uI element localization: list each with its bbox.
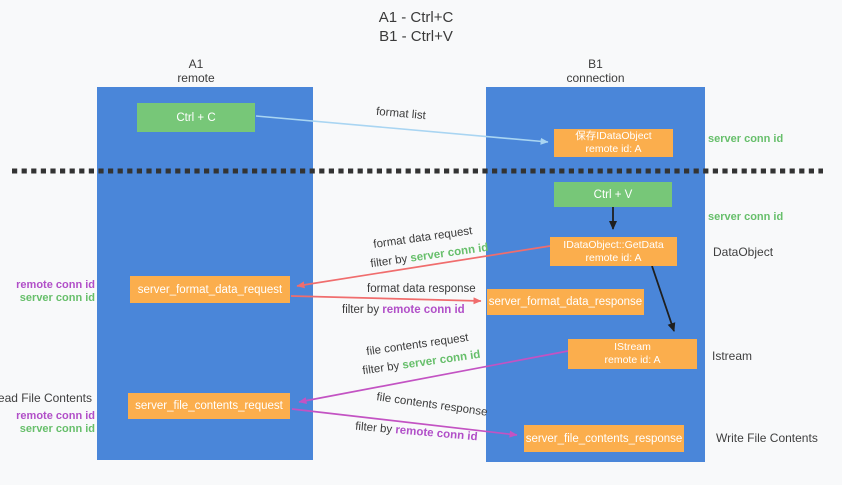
right-server-conn-id-top-label: server conn id xyxy=(708,133,784,145)
format-data-response-label: format data response xyxy=(367,283,476,295)
column-header-b1: B1 connection xyxy=(486,57,705,85)
server-format-data-request-box: server_format_data_request xyxy=(130,276,290,303)
read-file-contents-label: Read File Contents xyxy=(0,391,92,405)
istream-line2: remote id: A xyxy=(604,354,661,366)
istream-line1: IStream xyxy=(614,341,651,353)
left-server-conn-id-top-label: server conn id xyxy=(19,292,95,304)
ctrl-v-label: Ctrl + V xyxy=(593,188,633,201)
column-b1-role: connection xyxy=(566,71,625,85)
column-a1-name: A1 xyxy=(188,57,204,71)
filter-by-text: filter by xyxy=(342,304,383,316)
server-format-data-response-box: server_format_data_response xyxy=(487,289,644,315)
file-contents-request-arrow xyxy=(298,350,569,405)
getdata-line1: IDataObject::GetData xyxy=(563,238,664,251)
istream-side-label: Istream xyxy=(712,349,753,363)
left-remote-conn-id-top-label: remote conn id xyxy=(16,279,95,291)
format-request-label: server_format_data_request xyxy=(137,283,283,296)
diagram-title: A1 - Ctrl+C B1 - Ctrl+V xyxy=(0,8,832,46)
idataobject-getdata-box: IDataObject::GetData remote id: A xyxy=(550,237,677,266)
save-idataobject-line1: 保存IDataObject xyxy=(575,130,652,142)
file-request-label: server_file_contents_request xyxy=(135,400,283,412)
left-remote-conn-id-bottom-label: remote conn id xyxy=(16,410,95,422)
server-file-contents-response-box: server_file_contents_response xyxy=(524,425,684,452)
title-line-2: B1 - Ctrl+V xyxy=(379,28,453,45)
format-list-arrow xyxy=(255,115,549,145)
format-response-label: server_format_data_response xyxy=(488,296,643,308)
right-server-conn-id-mid-label: server conn id xyxy=(708,211,784,223)
save-idataobject-box: 保存IDataObject remote id: A xyxy=(554,129,673,157)
ctrl-c-label: Ctrl + C xyxy=(176,111,216,124)
ctrl-c-box: Ctrl + C xyxy=(137,103,255,132)
format-data-response-arrow xyxy=(290,295,482,305)
column-b1-name: B1 xyxy=(588,57,603,71)
server-file-contents-request-box: server_file_contents_request xyxy=(128,393,290,419)
getdata-to-istream-arrow xyxy=(651,265,676,332)
dataobject-label: DataObject xyxy=(713,245,774,259)
title-line-1: A1 - Ctrl+C xyxy=(378,9,454,26)
istream-box: IStream remote id: A xyxy=(568,339,697,369)
write-file-contents-label: Write File Contents xyxy=(716,431,818,445)
column-header-a1: A1 remote xyxy=(92,57,300,85)
format-data-request-arrow xyxy=(296,245,551,289)
ctrl-v-box: Ctrl + V xyxy=(554,182,672,207)
column-a1-role: remote xyxy=(177,71,215,85)
file-contents-response-arrow xyxy=(291,408,518,438)
left-server-conn-id-bottom-label: server conn id xyxy=(19,423,95,435)
format-data-response-filter-label: filter by remote conn id xyxy=(342,304,465,316)
remote-conn-id-text: remote conn id xyxy=(382,304,465,316)
save-idataobject-line2: remote id: A xyxy=(585,143,642,155)
getdata-line2: remote id: A xyxy=(585,251,642,264)
file-response-label: server_file_contents_response xyxy=(525,432,683,445)
